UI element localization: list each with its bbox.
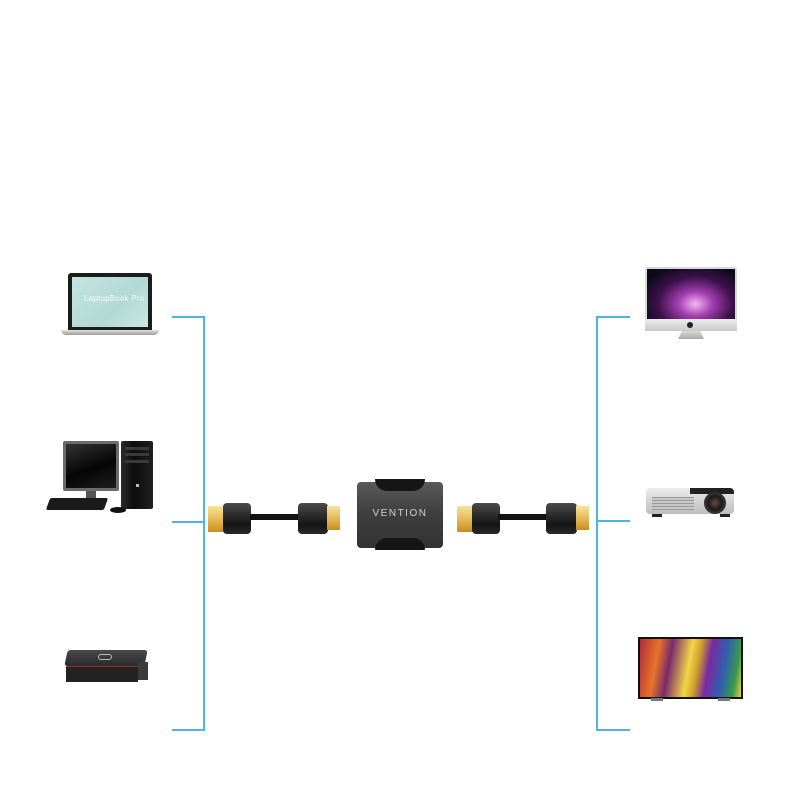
adapter-brand-label: VENTION (372, 508, 428, 519)
monitor-screen (66, 444, 116, 488)
left-bracket-top-line (172, 316, 205, 318)
drive-bay (125, 453, 149, 456)
adapter-body (357, 482, 443, 548)
tv-leg (718, 698, 730, 701)
left-bracket-vertical-line (203, 316, 205, 731)
right-bracket-top-line (597, 316, 630, 318)
pc-tower (121, 441, 153, 509)
adapter-notch-top (375, 479, 425, 491)
hdmi-plug-gold (208, 506, 225, 532)
hdmi-cable-wire (250, 514, 300, 520)
tower-logo (136, 484, 139, 487)
projector-lens (704, 492, 726, 514)
drive-bay (125, 447, 149, 450)
projector-foot (652, 514, 662, 517)
hdmi-cable-wire (498, 514, 548, 520)
hdmi-plug-housing (546, 503, 577, 534)
mini-pc-side (138, 662, 148, 680)
mini-pc-front (66, 666, 138, 682)
adapter-notch-bottom (375, 538, 425, 550)
apple-logo-icon (687, 322, 693, 328)
hdmi-plug-gold (327, 506, 340, 530)
laptop-screen-text: LaptopBook Pro (84, 294, 145, 303)
imac-stand (678, 331, 704, 339)
projector-vent (652, 497, 694, 510)
tv-screen (640, 639, 741, 697)
hdmi-plug-housing (298, 503, 328, 534)
laptop-screen (72, 277, 148, 327)
monitor-neck (86, 491, 96, 499)
hdmi-plug-gold (576, 506, 589, 530)
projector-top-panel (690, 488, 734, 494)
right-bracket-middle-line (597, 520, 630, 522)
left-bracket-bottom-line (172, 729, 205, 731)
hdmi-plug-gold (457, 506, 473, 532)
hdmi-plug-housing (472, 503, 500, 534)
imac-screen (647, 269, 735, 319)
right-bracket-vertical-line (596, 316, 598, 731)
mouse (110, 507, 126, 513)
drive-bay (125, 460, 149, 463)
left-bracket-middle-line (172, 521, 205, 523)
tv-leg (651, 698, 663, 701)
keyboard (45, 498, 109, 510)
laptop-base (61, 330, 159, 335)
projector-foot (720, 514, 730, 517)
right-bracket-bottom-line (597, 729, 630, 731)
mini-pc-logo (98, 654, 112, 660)
hdmi-plug-housing (223, 503, 251, 534)
